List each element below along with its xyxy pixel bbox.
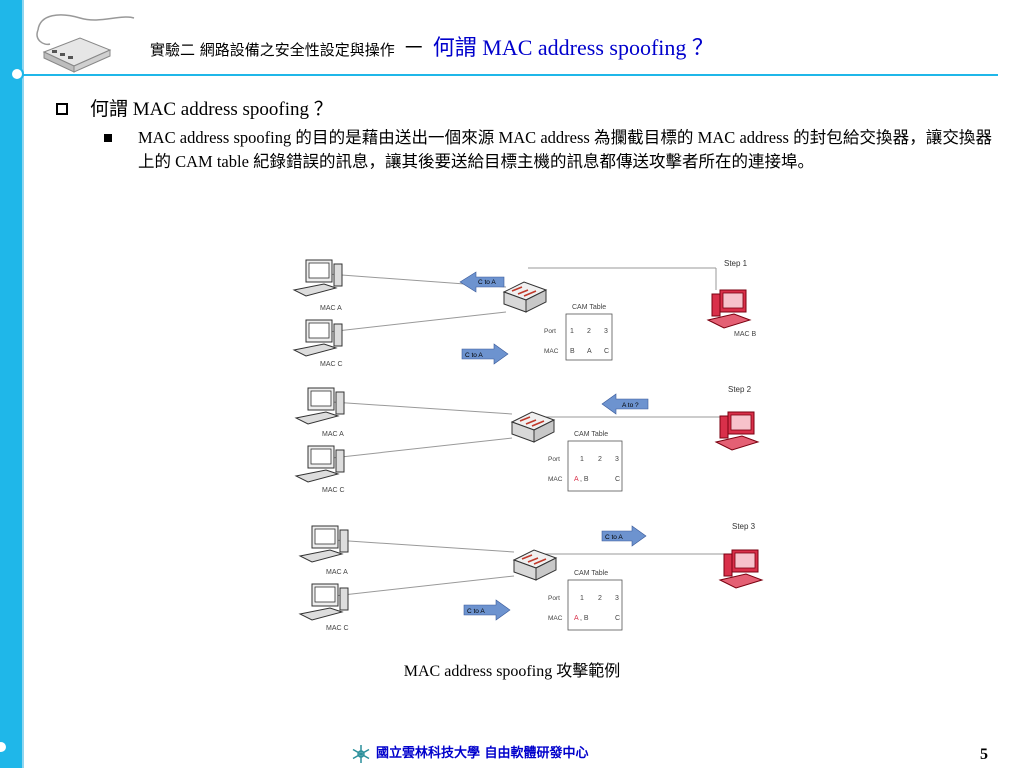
host-mac-c-icon	[293, 319, 343, 357]
cam-port-2: 2	[598, 595, 602, 602]
cam-mac-3: C	[604, 348, 609, 355]
label-mac-c: MAC C	[320, 361, 343, 368]
cam-port-3: 3	[615, 595, 619, 602]
label-mac-a: MAC A	[326, 569, 348, 576]
footer-university: 國立雲林科技大學	[376, 746, 481, 761]
network-hub-logo-icon	[36, 14, 135, 73]
arrow-right-icon	[461, 343, 509, 365]
step3-group: MAC A MAC C Step 3 C to A C to A CAM Tab…	[299, 522, 763, 632]
cam-port-3: 3	[604, 328, 608, 335]
attacker-host-icon	[719, 549, 763, 589]
host-mac-a-icon	[293, 259, 343, 297]
snowflake-logo-icon	[352, 744, 370, 763]
cam-port-1: 1	[570, 328, 574, 335]
step1-label: Step 1	[724, 259, 748, 268]
left-accent-bar	[0, 0, 22, 768]
filled-square-bullet-icon	[104, 134, 112, 142]
bullet-level2-text: MAC address spoofing 的目的是藉由送出一個來源 MAC ad…	[138, 128, 992, 171]
cam-mac-spoofed: A	[574, 615, 579, 622]
host-mac-a-icon	[295, 387, 345, 425]
cam-port-3: 3	[615, 456, 619, 463]
label-mac-a: MAC A	[320, 305, 342, 312]
hollow-square-bullet-icon	[56, 102, 68, 115]
step1-group: MAC A MAC C MAC B Step 1 C to A C to A C…	[293, 259, 757, 368]
cam-mac-spoofed: A	[574, 476, 579, 483]
host-mac-a-icon	[299, 525, 349, 563]
bullet-level2: MAC address spoofing 的目的是藉由送出一個來源 MAC ad…	[104, 126, 992, 174]
step2-group: MAC A MAC C Step 2 A to ? CAM Table Port…	[295, 385, 759, 494]
step3-label: Step 3	[732, 522, 756, 531]
cam-port-1: 1	[580, 595, 584, 602]
footer-center: 自由軟體研發中心	[484, 746, 589, 761]
label-mac-b: MAC B	[734, 331, 757, 338]
label-mac-c: MAC C	[326, 625, 349, 632]
cam-mac-1b: , B	[580, 476, 589, 483]
cam-mac-label: MAC	[544, 348, 559, 355]
arrow-step2-label: A to ?	[622, 402, 639, 409]
bottom-dot	[0, 740, 8, 754]
cam-port-1: 1	[580, 456, 584, 463]
cam-mac-label: MAC	[548, 476, 563, 483]
title-chinese: 實驗二 網路設備之安全性設定與操作	[150, 41, 395, 59]
cam-port-label: Port	[548, 456, 560, 463]
cam-table-title: CAM Table	[572, 304, 606, 311]
label-mac-a: MAC A	[322, 431, 344, 438]
cam-port-label: Port	[544, 328, 556, 335]
cam-port-2: 2	[587, 328, 591, 335]
cam-mac-3: C	[615, 615, 620, 622]
footer: 國立雲林科技大學 自由軟體研發中心	[350, 742, 589, 765]
left-accent-line	[22, 0, 24, 768]
switch-icon	[503, 281, 547, 313]
cam-mac-label: MAC	[548, 615, 563, 622]
arrow-left-icon	[459, 271, 505, 293]
bullet-level1: 何謂 MAC address spoofing ？	[56, 94, 333, 121]
cam-mac-2: A	[587, 348, 592, 355]
host-mac-c-icon	[299, 583, 349, 621]
divider-dot-left	[10, 67, 24, 81]
cam-table-title: CAM Table	[574, 570, 608, 577]
host-mac-c-icon	[295, 445, 345, 483]
arrow-right-icon	[601, 525, 647, 547]
attacker-host-icon	[707, 289, 751, 329]
title-topic: 何謂 MAC address spoofing ？	[432, 35, 714, 60]
cam-table-title: CAM Table	[574, 431, 608, 438]
cam-mac-1b: , B	[580, 615, 589, 622]
step2-label: Step 2	[728, 385, 752, 394]
cam-mac-3: C	[615, 476, 620, 483]
cam-port-2: 2	[598, 456, 602, 463]
figure-caption: MAC address spoofing 攻擊範例	[403, 663, 621, 680]
arrow-step1-bottom-label: C to A	[465, 352, 483, 359]
arrow-right-icon	[463, 599, 511, 621]
attacker-host-icon	[715, 411, 759, 451]
mac-spoofing-diagram: MAC A MAC C MAC B Step 1 C to A C to A C…	[293, 259, 763, 632]
header-divider	[22, 74, 998, 76]
cam-mac-1: B	[570, 348, 575, 355]
label-mac-c: MAC C	[322, 487, 345, 494]
arrow-left-icon	[601, 393, 649, 415]
arrow-step1-top-label: C to A	[478, 279, 496, 286]
title-dash: －	[402, 36, 425, 61]
cam-port-label: Port	[548, 595, 560, 602]
page-title: 實驗二 網路設備之安全性設定與操作 － 何謂 MAC address spoofin…	[150, 30, 714, 62]
bullet-level1-text: 何謂 MAC address spoofing ？	[90, 99, 333, 120]
arrow-step3-bottom-label: C to A	[467, 608, 485, 615]
page-number: 5	[980, 746, 988, 763]
arrow-step3-top-label: C to A	[605, 534, 623, 541]
